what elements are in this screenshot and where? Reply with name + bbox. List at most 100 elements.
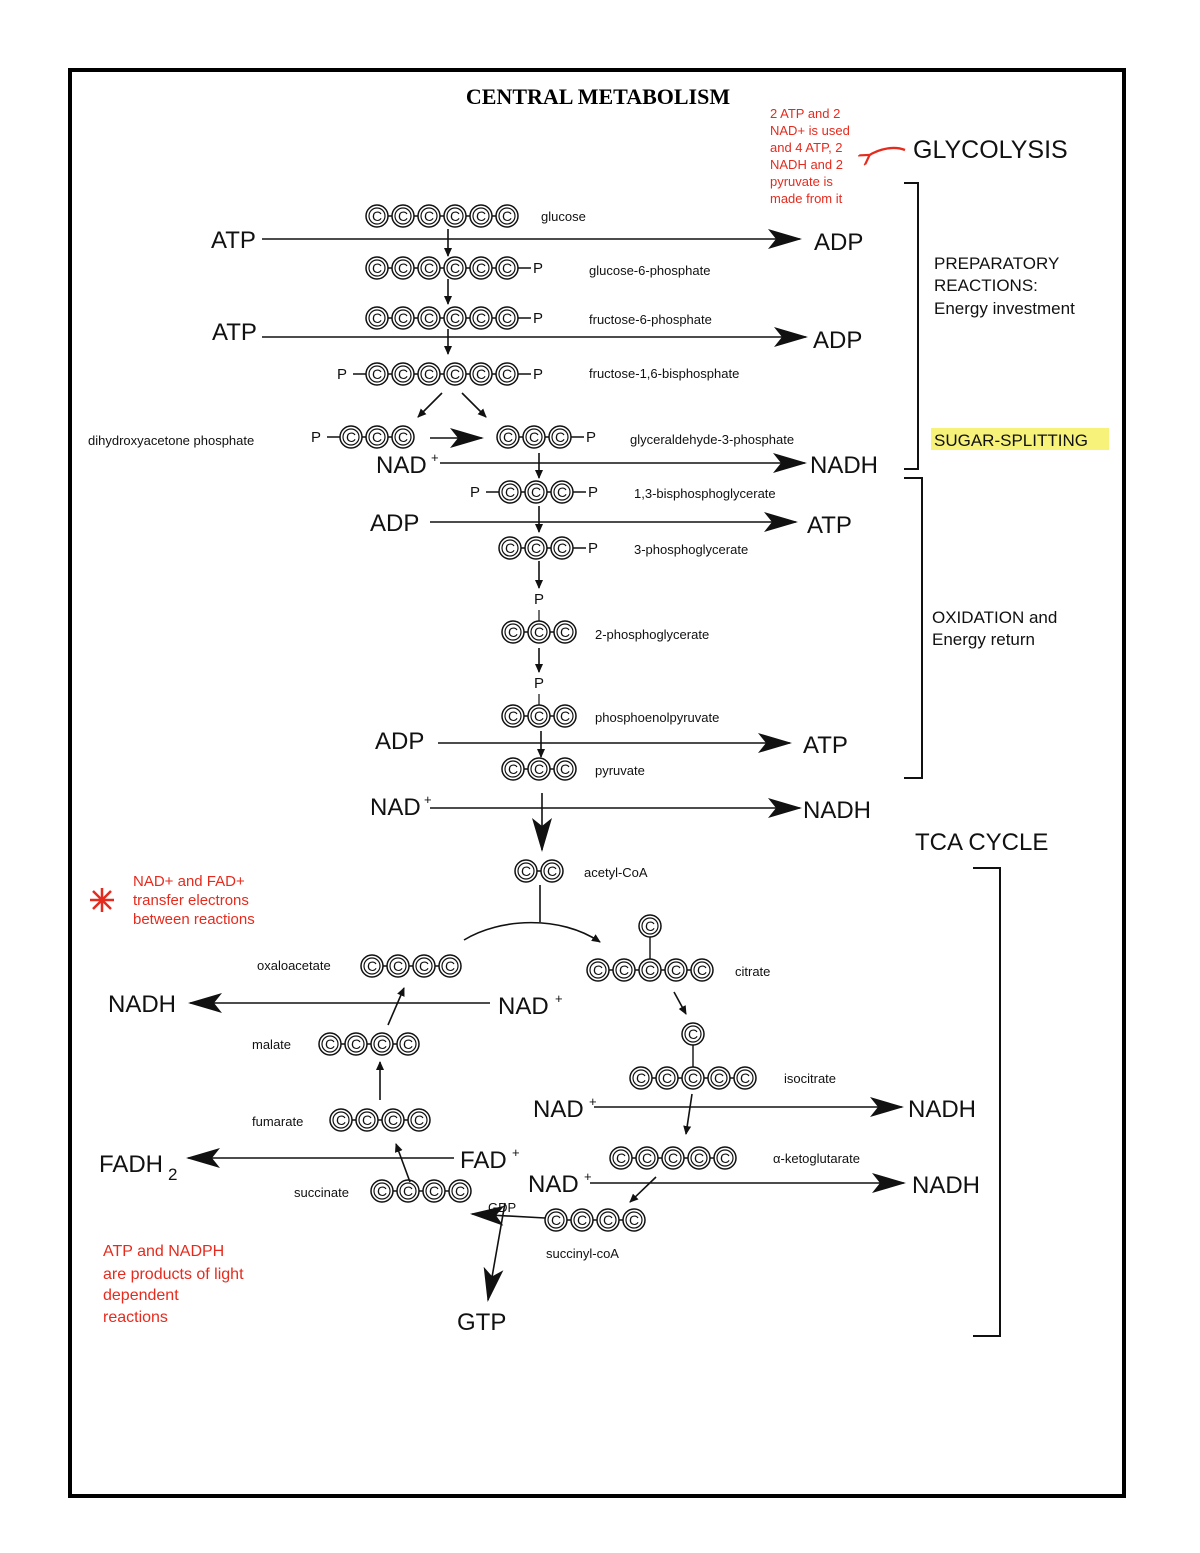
carbon-atom: C <box>661 1146 685 1170</box>
nadh-label: NADH <box>803 797 871 824</box>
preparatory-label: PREPARATORY REACTIONS: Energy investment <box>934 254 1075 318</box>
carbon-atom: C <box>391 204 415 228</box>
svg-text:C: C <box>619 962 629 978</box>
svg-text:NAD+ is used: NAD+ is used <box>770 123 850 138</box>
f16bp-label: fructose-1,6-bisphosphate <box>589 366 739 381</box>
pep-label: phosphoenolpyruvate <box>595 710 719 725</box>
fumarate-label: fumarate <box>252 1114 303 1129</box>
svg-text:C: C <box>424 310 434 326</box>
svg-text:C: C <box>450 366 460 382</box>
carbon-atom: C <box>417 306 441 330</box>
citrate-synthase-arrow <box>463 921 601 943</box>
carbon-atom: C <box>370 1032 394 1056</box>
svg-text:C: C <box>367 958 377 974</box>
svg-text:C: C <box>403 1183 413 1199</box>
svg-text:C: C <box>445 958 455 974</box>
svg-text:C: C <box>362 1112 372 1128</box>
svg-text:C: C <box>642 1150 652 1166</box>
carbon-atom: C <box>498 536 522 560</box>
carbon-atom: C <box>501 704 525 728</box>
phosphate-group: P <box>588 540 598 557</box>
svg-text:reactions: reactions <box>103 1309 168 1326</box>
svg-text:C: C <box>403 1036 413 1052</box>
carbon-atom: C <box>496 425 520 449</box>
carbon-atom: C <box>629 1066 653 1090</box>
atp-label: ATP <box>807 512 852 539</box>
succinate-label: succinate <box>294 1185 349 1200</box>
carbon-atom: C <box>553 620 577 644</box>
svg-text:C: C <box>398 310 408 326</box>
carbon-atom: C <box>438 954 462 978</box>
svg-text:C: C <box>424 208 434 224</box>
step-arrow <box>629 1176 657 1203</box>
svg-text:C: C <box>577 1212 587 1228</box>
svg-text:C: C <box>377 1183 387 1199</box>
carbon-atom: C <box>391 256 415 280</box>
carbon-atom: C <box>524 536 548 560</box>
carbon-atom: C <box>635 1146 659 1170</box>
note-nad-fad: NAD+ and FAD+ transfer electrons between… <box>133 873 255 928</box>
phosphate-group: P <box>470 484 480 501</box>
carbon-atom: C <box>544 1208 568 1232</box>
carbon-atom: C <box>417 362 441 386</box>
svg-text:C: C <box>560 624 570 640</box>
svg-text:C: C <box>419 958 429 974</box>
carbon-atom: C <box>365 256 389 280</box>
svg-text:NAD: NAD <box>528 1171 579 1198</box>
pyruvate-label: pyruvate <box>595 763 645 778</box>
svg-text:C: C <box>688 1070 698 1086</box>
svg-text:Energy investment: Energy investment <box>934 299 1075 318</box>
carbon-atom: C <box>443 204 467 228</box>
svg-text:C: C <box>476 310 486 326</box>
citrate-label: citrate <box>735 964 770 979</box>
carbon-atom: C <box>733 1066 757 1090</box>
akg-label: α-ketoglutarate <box>773 1151 860 1166</box>
g3p-label: glyceraldehyde-3-phosphate <box>630 432 794 447</box>
tca-cycle-label: TCA CYCLE <box>915 829 1048 856</box>
carbon-atom: C <box>391 306 415 330</box>
atp-label: ATP <box>803 732 848 759</box>
carbon-atom: C <box>612 958 636 982</box>
note-light-reactions: ATP and NADPH are products of light depe… <box>103 1243 244 1326</box>
svg-text:C: C <box>476 208 486 224</box>
svg-text:C: C <box>455 1183 465 1199</box>
carbon-atom: C <box>365 204 389 228</box>
carbon-atom: C <box>396 1032 420 1056</box>
carbon-atom: C <box>638 958 662 982</box>
note-atp: 2 ATP and 2 NAD+ is used and 4 ATP, 2 NA… <box>770 106 850 206</box>
svg-text:+: + <box>584 1169 592 1184</box>
phosphate-group: P <box>337 366 347 383</box>
svg-text:C: C <box>662 1070 672 1086</box>
carbon-atom: C <box>498 480 522 504</box>
svg-text:C: C <box>505 484 515 500</box>
svg-text:C: C <box>534 761 544 777</box>
succinyl-coa-label: succinyl-coA <box>546 1246 619 1261</box>
carbon-atom: C <box>329 1108 353 1132</box>
carbon-atom: C <box>664 958 688 982</box>
dhap-label: dihydroxyacetone phosphate <box>88 433 254 448</box>
svg-text:NAD: NAD <box>498 993 549 1020</box>
page-border <box>68 68 1126 1498</box>
svg-text:Energy return: Energy return <box>932 630 1035 649</box>
carbon-atom: C <box>527 704 551 728</box>
svg-text:C: C <box>555 429 565 445</box>
carbon-atom: C <box>391 362 415 386</box>
svg-text:C: C <box>450 310 460 326</box>
adp-label: ADP <box>370 510 419 537</box>
svg-text:C: C <box>547 863 557 879</box>
svg-text:+: + <box>555 991 563 1006</box>
carbon-atom: C <box>501 620 525 644</box>
phosphate-group: P <box>534 591 544 608</box>
